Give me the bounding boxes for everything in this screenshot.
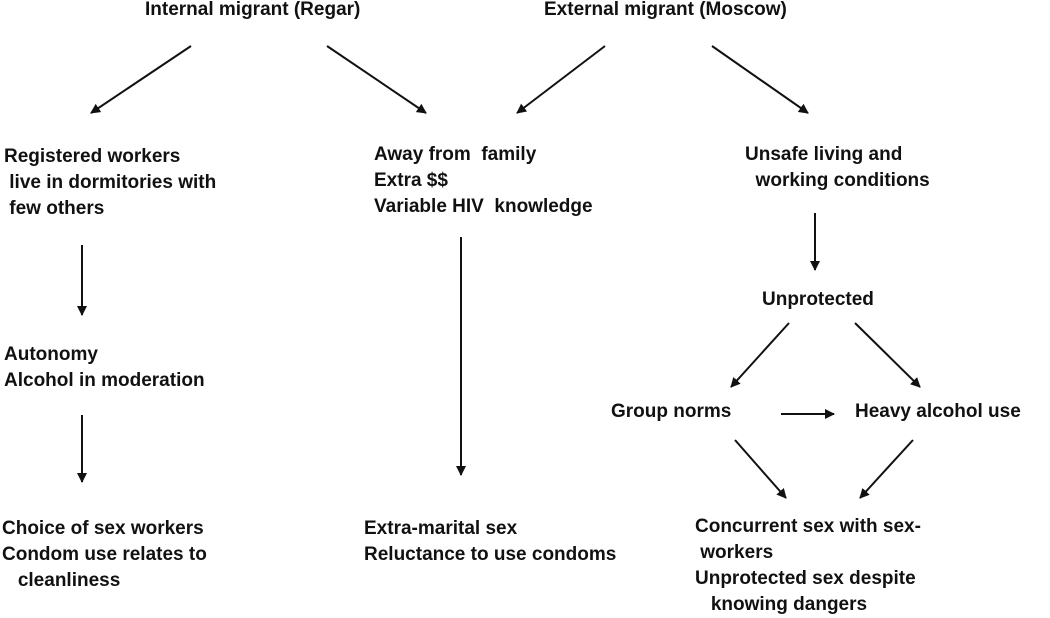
node-line: few others <box>4 198 105 219</box>
node-line: Concurrent sex with sex- <box>695 516 921 537</box>
node-line: Unprotected sex despite <box>695 568 916 589</box>
arrow-internal-root-to-registered-workers <box>90 45 192 114</box>
node-line: cleanliness <box>2 570 121 591</box>
arrow-group-norms-to-concurrent-sex <box>734 439 787 499</box>
node-line: Extra-marital sex <box>364 518 518 539</box>
arrow-internal-root-to-away-from-family <box>326 45 427 114</box>
node-line: Autonomy <box>4 344 98 365</box>
registered-workers-node: Registered workers live in dormitories w… <box>4 144 216 222</box>
unprotected-node: Unprotected <box>762 287 874 313</box>
node-line: Condom use relates to <box>2 544 207 565</box>
external-migrant-root: External migrant (Moscow) <box>544 0 787 23</box>
node-line: Internal migrant (Regar) <box>145 0 361 20</box>
node-line: Registered workers <box>4 146 181 167</box>
node-line: knowing dangers <box>695 594 868 615</box>
node-line: Reluctance to use condoms <box>364 544 617 565</box>
node-line: working conditions <box>745 170 930 191</box>
node-line: workers <box>695 542 774 563</box>
arrow-external-root-to-unsafe-conditions <box>711 45 809 114</box>
internal-migrant-root: Internal migrant (Regar) <box>145 0 360 23</box>
node-line: Extra $$ <box>374 170 448 191</box>
node-line: Variable HIV knowledge <box>374 196 593 217</box>
group-norms-node: Group norms <box>611 399 731 425</box>
node-line: Heavy alcohol use <box>855 401 1021 422</box>
arrow-heavy-alcohol-to-concurrent-sex <box>859 439 914 499</box>
node-line: Alcohol in moderation <box>4 370 205 391</box>
node-line: Unsafe living and <box>745 144 903 165</box>
arrow-unprotected-to-group-norms <box>730 322 790 388</box>
node-line: Group norms <box>611 401 732 422</box>
node-line: Away from family <box>374 144 537 165</box>
node-line: External migrant (Moscow) <box>544 0 787 20</box>
arrow-external-root-to-away-from-family <box>516 45 606 114</box>
heavy-alcohol-node: Heavy alcohol use <box>855 399 1021 425</box>
node-line: live in dormitories with <box>4 172 217 193</box>
node-line: Unprotected <box>762 289 874 310</box>
unsafe-conditions-node: Unsafe living and working conditions <box>745 142 930 194</box>
arrow-unprotected-to-heavy-alcohol <box>854 322 921 388</box>
node-line: Choice of sex workers <box>2 518 204 539</box>
